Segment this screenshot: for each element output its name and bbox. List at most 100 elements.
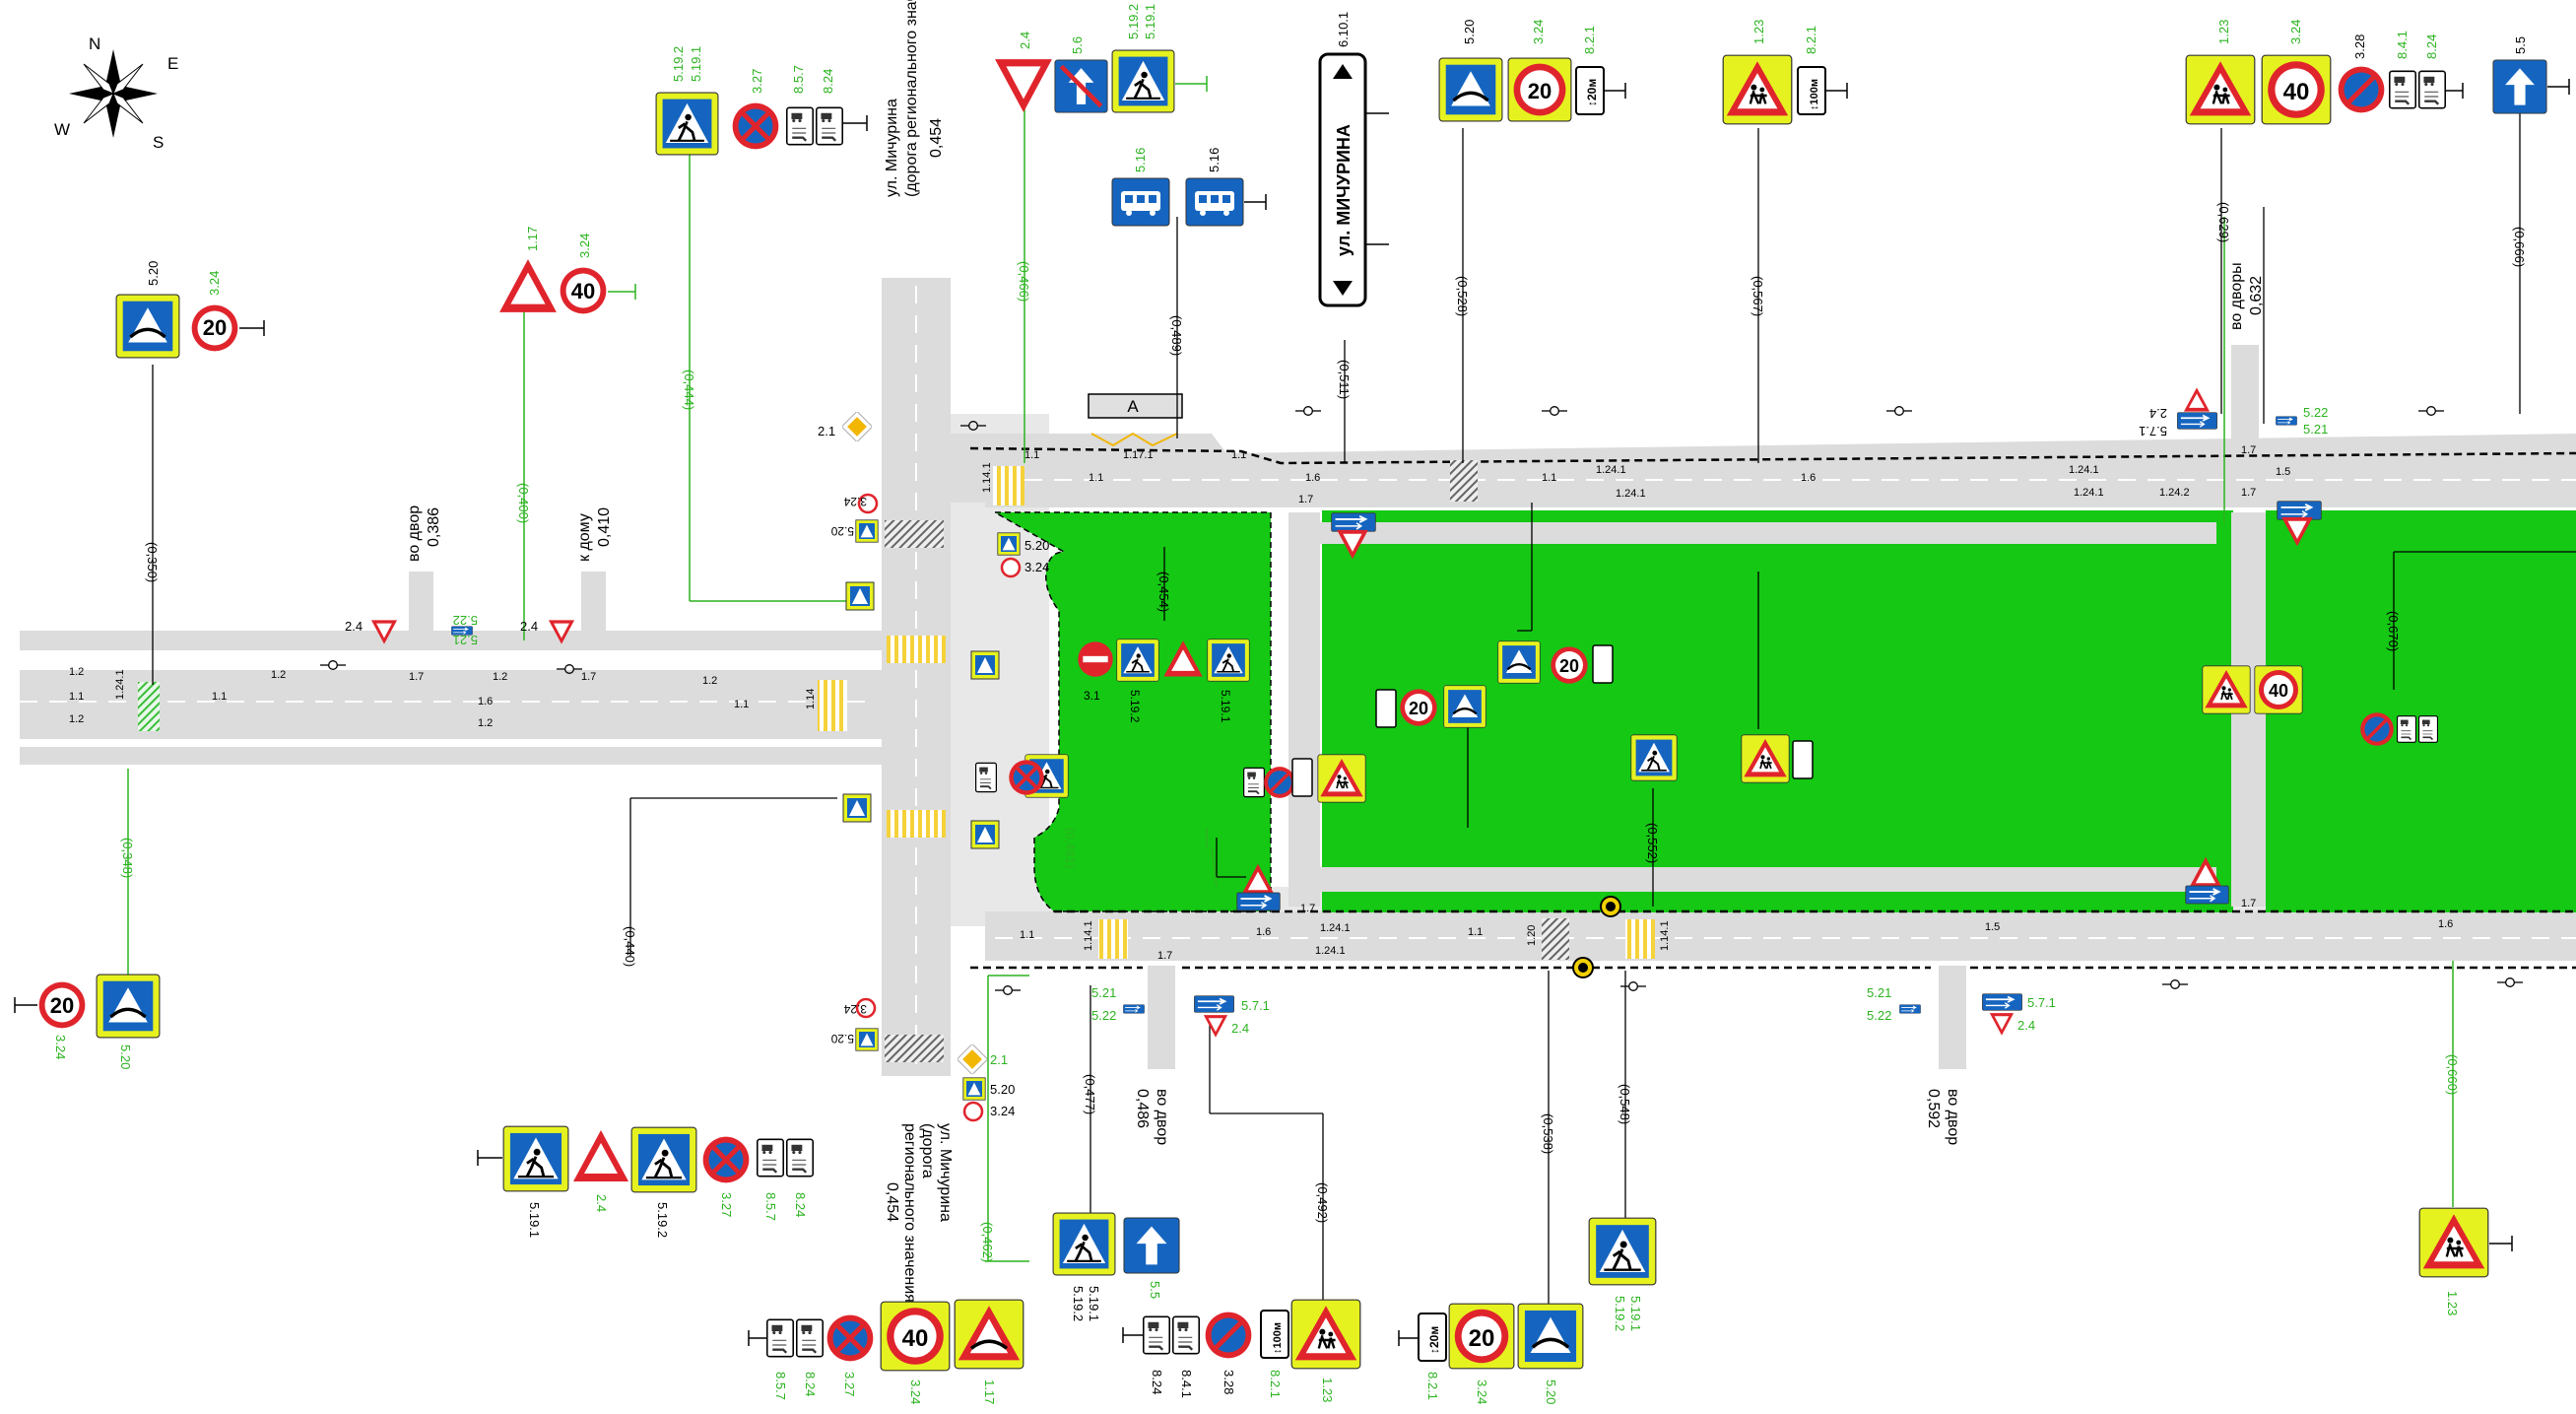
left-sidewalk-top [20, 631, 887, 650]
code-5191-a: 5.19.1 [689, 46, 703, 82]
dist-511: (0,511) [1337, 360, 1352, 399]
code-857-b: 8.5.7 [763, 1192, 778, 1221]
plate-icon [2418, 69, 2446, 110]
lamp-post-icon [995, 985, 1021, 995]
sign-55: 5.5 [2492, 36, 2570, 114]
side-domu-km: 0,410 [596, 507, 613, 547]
dist-528: (0,528) [1455, 276, 1470, 316]
side-dvor-4-km: 0,592 [1925, 1089, 1942, 1128]
one-way-icon [2492, 59, 2547, 114]
warning-triangle-icon [2183, 387, 2211, 412]
code-328-a: 3.28 [2352, 34, 2367, 59]
limit-20-d: 20 [1559, 656, 1579, 676]
pedestrian-crossing-icon [655, 92, 719, 156]
left-carriageway [20, 670, 887, 739]
priority-road-icon [842, 412, 872, 441]
dist-440: (0,440) [623, 926, 637, 967]
no-parking-icon [2339, 67, 2385, 113]
dist-492: (0,492) [1315, 1182, 1330, 1223]
children-warning-icon [2418, 1207, 2489, 1278]
mark-1241b: 1.24.1 [1616, 488, 1646, 500]
plate-icon [816, 105, 843, 147]
crossing-icon [970, 650, 1000, 680]
side-stub-4 [1148, 966, 1175, 1069]
pedestrian-crossing-icon [1116, 639, 1159, 682]
code-24-f: 2.4 [1231, 1021, 1249, 1036]
crossing-icon [845, 581, 875, 611]
crossing-bottom [887, 810, 946, 838]
hatch-left [138, 682, 160, 731]
code-520-c: 5.20 [830, 524, 854, 538]
pedestrian-hump-icon [1517, 1303, 1584, 1370]
side-stub-3 [2231, 345, 2259, 453]
plate-icon [2389, 69, 2416, 110]
code-857-a: 8.5.7 [791, 65, 806, 94]
sign-group-intersection: 2.1 3.24 5.20 5.20 3.24 3.24 5.20 2.1 5.… [818, 412, 1049, 1122]
lane-direction-icon [1123, 1002, 1145, 1016]
lamp-post-icon [1886, 406, 1912, 416]
side-dvor-3-km: 0,486 [1134, 1089, 1151, 1128]
crossing-icon [970, 820, 1000, 849]
plate-20m-a: ↕20м [1585, 79, 1599, 106]
code-824-d: 8.24 [803, 1372, 818, 1396]
mark-1241f: 1.24.1 [1315, 945, 1346, 957]
code-841-b: 8.4.1 [1179, 1370, 1194, 1398]
bus-stop-icon [1185, 177, 1244, 227]
code-571-b: 5.7.1 [1241, 998, 1270, 1013]
mark-11a: 1.1 [69, 691, 84, 703]
no-parking-icon [1263, 766, 1296, 799]
dist-454: (0,454) [1156, 572, 1171, 612]
code-55-b: 5.5 [1148, 1281, 1162, 1299]
marking-labels: 1.2 1.1 1.2 1.2 1.1 1.6 1.2 1.7 1.2 1.7 … [69, 444, 2453, 962]
sign-group-bottom-5: ↕20м 20 8.2.1 3.24 5.20 [1398, 1303, 1584, 1404]
code-5192-e: 5.19.2 [1071, 1286, 1086, 1321]
plate-icon [1172, 1314, 1200, 1356]
dist-548: (0,548) [1618, 1084, 1632, 1124]
crossing-icon [855, 1028, 879, 1051]
dist-670: (0,670) [2386, 611, 2401, 651]
dist-538: (0,538) [1541, 1113, 1555, 1154]
side-dvor-1-km: 0,386 [426, 507, 442, 547]
code-21-b: 2.1 [990, 1052, 1008, 1067]
mark-11e: 1.1 [1089, 472, 1103, 484]
dist-660: (0,660) [2445, 1054, 2460, 1095]
code-24-e: 2.4 [2149, 406, 2167, 421]
lane-direction-icon [1236, 892, 1281, 911]
code-824-c: 8.24 [793, 1192, 808, 1217]
dist-629: (0,629) [2216, 202, 2231, 242]
side-dvor-1: во двор [406, 505, 423, 562]
code-56: 5.6 [1070, 36, 1085, 54]
dist-489: (0,489) [1169, 315, 1184, 356]
warning-hump-icon [954, 1299, 1024, 1370]
mark-16c: 1.6 [1801, 472, 1816, 484]
priority-road-icon [958, 1044, 987, 1074]
street-main-sub: (дорога регионального значения) [903, 0, 920, 197]
mark-17d: 1.7 [2241, 487, 2256, 499]
plate-icon [2397, 714, 2416, 744]
traffic-light-icon [1572, 957, 1594, 978]
limit-20-c: 20 [1409, 699, 1428, 718]
children-warning-icon [2202, 665, 2251, 714]
crossing-icon [842, 793, 872, 823]
sign-group-bl: 20 3.24 5.20 [14, 974, 161, 1069]
code-522-c: 5.22 [1091, 1008, 1116, 1023]
code-324-c: 3.24 [1531, 20, 1546, 44]
code-31: 3.1 [1084, 689, 1100, 703]
code-5192-d: 5.19.2 [655, 1202, 670, 1238]
mark-17c: 1.7 [1298, 494, 1313, 505]
plate-icon [786, 105, 814, 147]
dist-400: (0,400) [516, 483, 531, 523]
bus-stop-icon [1111, 177, 1170, 227]
street-main-km: 0,454 [928, 118, 945, 158]
speed-limit-icon [962, 1101, 984, 1122]
no-stopping-icon [827, 1315, 874, 1362]
no-stopping-icon [1008, 759, 1045, 796]
code-117-b: 1.17 [982, 1380, 997, 1404]
mark-15b: 1.5 [1985, 921, 2000, 933]
code-5191-f: 5.19.1 [1628, 1296, 1643, 1331]
code-24-a: 2.4 [1018, 32, 1032, 49]
code-324-k: 3.24 [1475, 1380, 1489, 1404]
dist-462: (0,462) [980, 1222, 995, 1262]
plate-icon [786, 1137, 814, 1178]
